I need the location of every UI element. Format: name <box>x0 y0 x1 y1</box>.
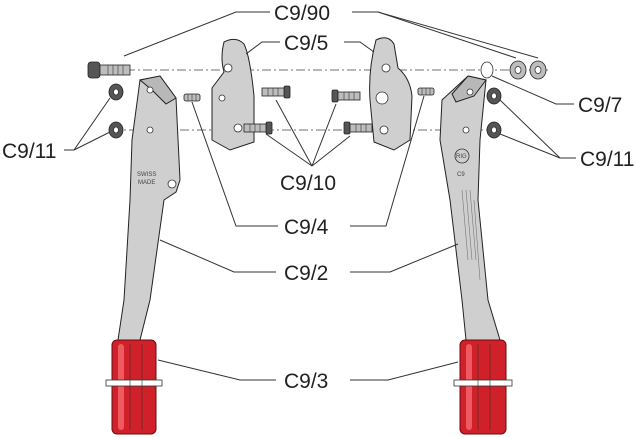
left-jaw-hole-1 <box>223 63 233 73</box>
label-c9-5: C9/5 <box>284 32 328 55</box>
right-handle-arm <box>439 75 501 341</box>
leader-c9-2-left <box>159 239 276 273</box>
right-grip <box>453 339 513 435</box>
leader-c9-10-2 <box>265 133 313 167</box>
left-handle-pivot <box>167 179 177 189</box>
label-c9-11-left: C9/11 <box>2 140 56 163</box>
part-labels: C9/90 C9/5 C9/7 C9/11 C9/11 C9/10 C9/4 C… <box>2 2 634 393</box>
right-fastener-stack <box>480 60 547 80</box>
leader-c9-90-right-2 <box>377 11 539 59</box>
left-handle-hole-lower <box>146 126 154 134</box>
right-handle-model: C9 <box>457 172 465 178</box>
nut-right-1-bore <box>514 66 522 74</box>
right-jaw-plate <box>369 37 413 151</box>
right-nut-upper-bore <box>491 92 497 100</box>
leader-lines <box>64 11 576 381</box>
right-handle-logo: RIG <box>456 154 467 160</box>
left-grip <box>105 339 163 435</box>
screw-left-upper <box>261 85 291 99</box>
screw-left-lower <box>243 121 273 135</box>
right-jaw-hole-3 <box>379 125 389 135</box>
long-bolt <box>87 61 131 79</box>
label-c9-3: C9/3 <box>284 370 328 393</box>
left-jaw-hole-3 <box>233 123 243 133</box>
long-bolt-shank <box>99 64 131 76</box>
right-handle-logo-ring <box>454 148 470 164</box>
left-jaw-hole-2 <box>218 94 226 102</box>
left-handle-mark-swiss: SWISS <box>137 172 156 178</box>
label-c9-10: C9/10 <box>280 172 336 195</box>
left-grip-band <box>105 379 163 387</box>
left-handle-arm <box>117 75 181 341</box>
left-handle: SWISS MADE <box>117 75 181 341</box>
leader-c9-7 <box>491 75 574 105</box>
leader-c9-11-right-lower <box>499 133 561 159</box>
leader-c9-3-left <box>157 359 276 381</box>
left-handle-hole-upper <box>146 86 154 94</box>
leader-c9-11-left-upper <box>64 97 111 151</box>
label-c9-90: C9/90 <box>274 2 330 25</box>
label-c9-7: C9/7 <box>578 94 622 117</box>
long-bolt-head <box>87 61 101 79</box>
leader-c9-11-left-lower <box>73 131 111 151</box>
right-jaw-hole-1 <box>381 63 391 73</box>
left-handle-mark-made: MADE <box>138 180 155 186</box>
leader-c9-5-left <box>245 41 280 55</box>
long-bolt-threads <box>107 65 124 75</box>
right-nuts <box>486 87 502 139</box>
left-jaw-plate <box>211 38 255 151</box>
left-nut-lower-bore <box>113 126 119 134</box>
set-screws <box>183 87 435 102</box>
leader-c9-5-right <box>344 41 375 53</box>
right-jaw-hole-2 <box>375 91 389 105</box>
label-c9-4: C9/4 <box>284 216 329 239</box>
right-grip-highlight <box>466 344 472 430</box>
right-handle: RIG C9 <box>439 75 501 341</box>
left-grip-highlight <box>118 344 124 430</box>
right-handle-hole-upper <box>466 88 474 96</box>
leader-c9-4-left <box>191 101 278 227</box>
leader-c9-10-3 <box>311 103 337 167</box>
left-nut-upper-bore <box>113 88 119 96</box>
label-c9-11-right: C9/11 <box>580 148 634 171</box>
leader-c9-90-left <box>123 11 270 57</box>
right-grip-band <box>453 379 513 387</box>
jaw-screws <box>243 85 373 135</box>
screw-right-upper <box>331 89 361 103</box>
right-jaw <box>369 37 413 151</box>
nut-right-2-bore <box>534 66 542 74</box>
right-handle-hole-lower <box>462 126 470 134</box>
left-nuts <box>108 83 124 139</box>
washer-c9-7 <box>480 61 494 79</box>
leader-c9-10-1 <box>275 99 313 167</box>
right-nut-lower-bore <box>491 126 497 134</box>
leader-c9-4-right <box>350 95 425 227</box>
left-jaw <box>211 38 255 151</box>
leader-c9-10-4 <box>311 135 351 167</box>
leader-c9-2-right <box>350 243 459 273</box>
right-handle-text-block <box>461 189 481 281</box>
screw-right-lower <box>343 121 373 135</box>
label-c9-2: C9/2 <box>284 262 328 285</box>
leader-c9-3-right <box>350 361 459 381</box>
